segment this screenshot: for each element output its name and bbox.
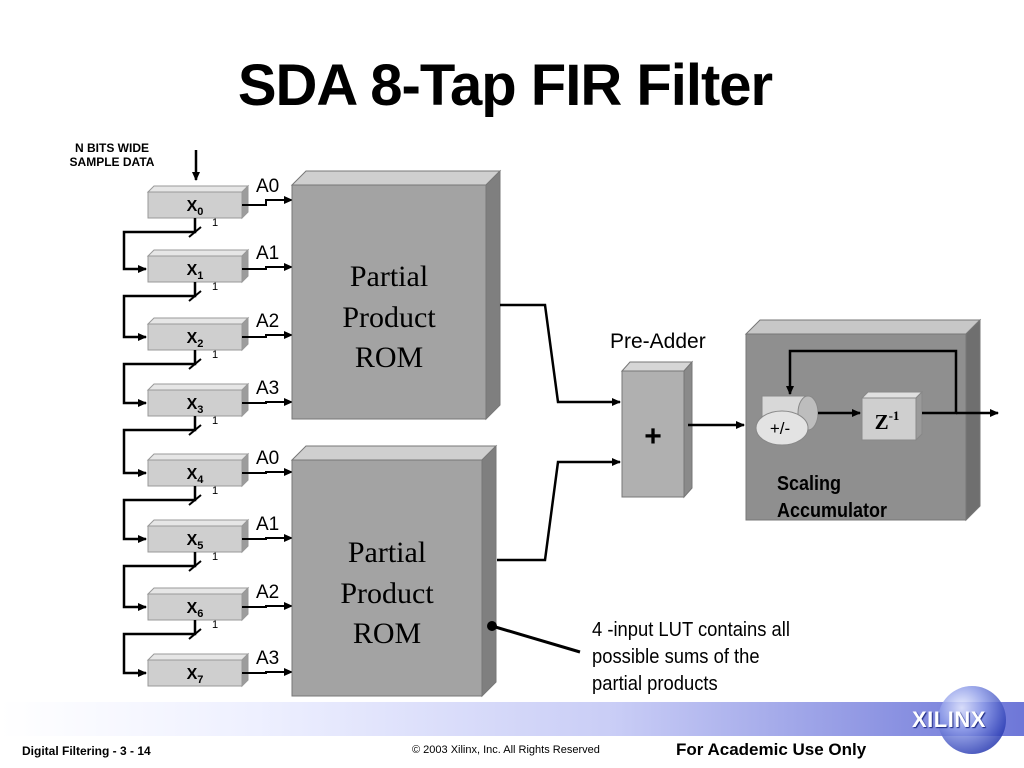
add-subtract-unit: +/- (755, 395, 819, 446)
rom-top-line1: Partial (350, 260, 428, 293)
rom-bottom-output-wire (497, 458, 621, 562)
callout-line3: partial products (592, 673, 718, 695)
address-wire-3 (242, 398, 293, 406)
footer-slide-number: Digital Filtering - 3 - 14 (22, 744, 151, 758)
address-label-1: A1 (256, 243, 279, 264)
register-x3: X3 (146, 382, 250, 418)
chain-wire-6 (122, 620, 197, 677)
address-label-3: A3 (256, 378, 279, 399)
input-label-line2: SAMPLE DATA (70, 155, 155, 169)
register-label-x4: X4 (187, 466, 205, 486)
bit-width-label-0: 1 (212, 217, 218, 229)
accumulator-label-line1: Scaling (777, 473, 841, 495)
address-label-2: A2 (256, 311, 279, 332)
chain-wire-4 (122, 486, 197, 543)
footer-band (0, 702, 1024, 736)
bit-width-label-6: 1 (212, 619, 218, 631)
bit-width-slash-1 (188, 290, 202, 302)
bit-width-label-1: 1 (212, 281, 218, 293)
input-label-line1: N BITS WIDE (75, 141, 149, 155)
register-x6: X6 (146, 586, 250, 622)
pre-adder-label: Pre-Adder (610, 330, 706, 353)
register-x2: X2 (146, 316, 250, 352)
register-label-x2: X2 (187, 330, 204, 350)
partial-product-rom-top: Partial Product ROM (290, 169, 502, 421)
bit-width-slash-5 (188, 560, 202, 572)
chain-wire-3 (122, 416, 197, 477)
bit-width-slash-4 (188, 494, 202, 506)
feedback-wire (786, 349, 958, 415)
bit-width-slash-0 (188, 226, 202, 238)
scaling-accumulator: +/- Z-1 Scaling Accumulator (744, 318, 982, 522)
rom-top-line2: Product (342, 301, 436, 334)
register-label-x3: X3 (187, 396, 204, 416)
page-title: SDA 8-Tap FIR Filter (237, 53, 773, 118)
bit-width-label-4: 1 (212, 485, 218, 497)
register-label-x6: X6 (187, 600, 204, 620)
chain-wire-0 (122, 218, 197, 273)
address-label-0: A0 (256, 176, 279, 197)
chain-wire-1 (122, 282, 197, 341)
rom-bottom-line2: Product (340, 577, 434, 610)
callout-line1: 4 -input LUT contains all (592, 619, 790, 641)
rom-bottom-line1: Partial (348, 536, 426, 569)
register-label-x7: X7 (187, 666, 204, 686)
chain-wire-2 (122, 350, 197, 407)
rom-top-line3: ROM (355, 341, 423, 374)
delay-block: Z-1 (860, 390, 924, 442)
xilinx-logo-icon (938, 686, 1006, 754)
chain-wire-5 (122, 552, 197, 611)
address-label-6: A2 (256, 582, 279, 603)
rom-bottom-line3: ROM (353, 617, 421, 650)
pre-adder-block: + (620, 360, 694, 499)
delay-label: Z-1 (875, 408, 900, 434)
accumulator-label-line2: Accumulator (777, 500, 888, 522)
pre-adder-symbol: + (644, 420, 662, 453)
bit-width-label-2: 1 (212, 349, 218, 361)
bit-width-slash-2 (188, 358, 202, 370)
register-x7: X7 (146, 652, 250, 688)
address-label-4: A0 (256, 448, 279, 469)
bit-width-slash-3 (188, 424, 202, 436)
address-wire-6 (242, 602, 293, 610)
register-x5: X5 (146, 518, 250, 554)
register-x0: X0 (146, 184, 250, 220)
bit-width-slash-6 (188, 628, 202, 640)
callout-line2: possible sums of the (592, 646, 760, 668)
register-x4: X4 (146, 452, 250, 488)
address-wire-1 (242, 263, 293, 271)
register-label-x1: X1 (187, 262, 204, 282)
address-label-5: A1 (256, 514, 279, 535)
bit-width-label-3: 1 (212, 415, 218, 427)
address-wire-2 (242, 331, 293, 339)
rom-top-output-wire (500, 303, 621, 406)
partial-product-rom-bottom: Partial Product ROM (290, 444, 498, 698)
bit-width-label-5: 1 (212, 551, 218, 563)
register-x1: X1 (146, 248, 250, 284)
register-label-x5: X5 (187, 532, 204, 552)
register-label-x0: X0 (187, 198, 204, 218)
add-subtract-label: +/- (770, 419, 790, 438)
callout-line (491, 624, 581, 654)
xilinx-logo-text: XILINX (912, 707, 986, 732)
address-wire-5 (242, 534, 293, 542)
address-wire-4 (242, 468, 293, 476)
address-wire-0 (242, 196, 293, 206)
address-label-7: A3 (256, 648, 279, 669)
address-wire-7 (242, 668, 293, 676)
footer-academic-notice: For Academic Use Only (676, 740, 867, 759)
footer-copyright: © 2003 Xilinx, Inc. All Rights Reserved (412, 744, 600, 756)
